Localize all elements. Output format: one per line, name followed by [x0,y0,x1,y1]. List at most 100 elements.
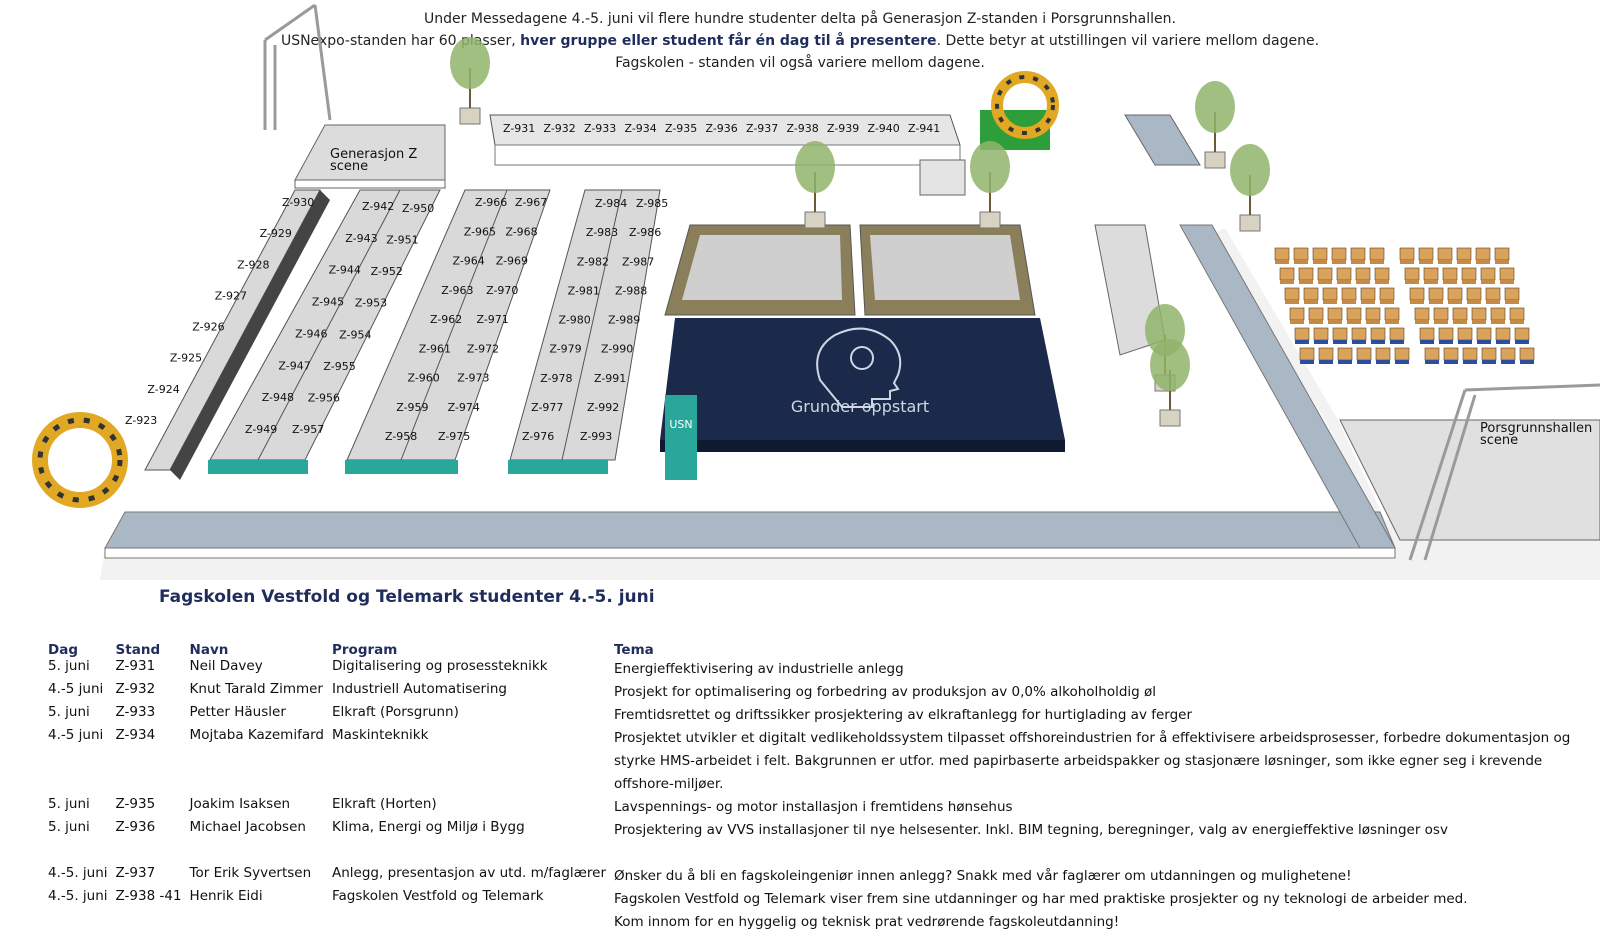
cell-program: Digitalisering og prosessteknikk [332,658,548,674]
booth-label-z-981: Z-981 [568,284,600,297]
chair [1476,327,1492,341]
chair [1414,307,1430,321]
booth-label-z-971: Z-971 [477,313,509,326]
chair-back [1505,300,1519,304]
col2-divider [257,189,401,461]
booth-label-z-975: Z-975 [438,430,470,443]
table-title: Fagskolen Vestfold og Telemark studenter… [159,587,655,607]
col3-divider [400,189,508,461]
intro-line-3: Fagskolen - standen vil også variere mel… [615,55,985,71]
chair-back [1463,360,1477,364]
booth-label-z-924: Z-924 [147,383,179,396]
cell-stand: Z-932 [115,681,156,697]
header-dag: Dag [48,642,78,658]
chair [1485,287,1501,301]
booth-label-z-984: Z-984 [595,197,627,210]
booth-label-z-932: Z-932 [544,122,576,135]
booth-label-z-953: Z-953 [355,297,387,310]
cell-stand: Z-936 [115,819,156,835]
grunder-stage [660,318,1065,440]
cell-navn [186,842,328,865]
cell-stand [112,842,186,865]
usn-banner-label: USN [669,418,692,431]
chair-back [1319,360,1333,364]
cell-program [328,842,610,865]
header-stand: Stand [115,642,161,658]
chair [1494,247,1510,261]
cell-program: Elkraft (Horten) [332,796,437,812]
chair [1294,327,1310,341]
genz-scene-label-1: Generasjon Z [330,147,417,162]
table-header-row: Dag Stand Navn Program Tema [44,635,1600,658]
cell-tema: Prosjekt for optimalisering og forbedrin… [614,684,1157,700]
cell-navn: Tor Erik Syvertsen [189,865,312,881]
booth-label-z-964: Z-964 [453,255,485,268]
chair [1509,307,1525,321]
booth-row-top-front [494,144,961,166]
chair [1514,327,1530,341]
chair-back [1458,340,1472,344]
table-row-spacer [44,842,1600,865]
chair [1519,347,1535,361]
chair-back [1429,300,1443,304]
chair-back [1385,320,1399,324]
tree-crown [1150,339,1190,391]
booth-label-z-957: Z-957 [292,423,324,436]
booth-label-z-940: Z-940 [868,122,900,135]
chair-back [1434,320,1448,324]
chair-back [1405,280,1419,284]
cell-dag: 4.-5 juni [48,727,104,743]
chair [1299,347,1315,361]
cell-stand: Z-931 [115,658,156,674]
booth-label-z-929: Z-929 [260,227,292,240]
chair [1452,307,1468,321]
booth-label-z-967: Z-967 [515,196,547,209]
truss-left [263,3,332,130]
chair [1424,347,1440,361]
chair [1322,287,1338,301]
chair-back [1500,280,1514,284]
counter [919,159,966,196]
tree-pot [1159,409,1181,427]
genz-scene-edge [294,179,446,189]
chair [1457,327,1473,341]
cell-dag: 5. juni [48,796,90,812]
cell-tema: Fagskolen Vestfold og Telemark viser fre… [614,891,1468,907]
chair-back [1337,280,1351,284]
column-labels: Z-930Z-929Z-928Z-927Z-926Z-925Z-924Z-923… [125,196,668,443]
tree-crown [1195,81,1235,133]
cell-tema: Energieffektivisering av industrielle an… [614,661,904,677]
col4-divider [561,189,623,461]
cell-stand: Z-934 [115,727,156,743]
cell-navn: Neil Davey [189,658,263,674]
cell-stand: Z-933 [115,704,156,720]
chair [1318,347,1334,361]
cell-tema: Prosjektering av VVS installasjoner til … [614,822,1448,838]
side-platform [1124,114,1201,166]
booth-label-z-962: Z-962 [430,313,462,326]
walkway-bottom [104,511,1396,549]
booth-row-col4 [509,189,661,461]
balloon-arch-top [980,71,1059,150]
chair [1466,287,1482,301]
chair-back [1356,280,1370,284]
chair-back [1285,300,1299,304]
chair-back [1457,260,1471,264]
chair [1274,247,1290,261]
tree-pot [459,107,481,125]
booth-label-z-973: Z-973 [457,372,489,385]
booth-label-z-954: Z-954 [339,328,371,341]
chair-back [1338,360,1352,364]
cell-stand: Z-937 [115,865,156,881]
tree-pot [804,211,826,229]
chair-back [1318,280,1332,284]
booth-label-z-927: Z-927 [215,289,247,302]
chair-back [1467,300,1481,304]
cell-stand: Z-935 [115,796,156,812]
booth-label-z-923: Z-923 [125,414,157,427]
booth-label-z-965: Z-965 [464,225,496,238]
booth-label-z-936: Z-936 [706,122,738,135]
